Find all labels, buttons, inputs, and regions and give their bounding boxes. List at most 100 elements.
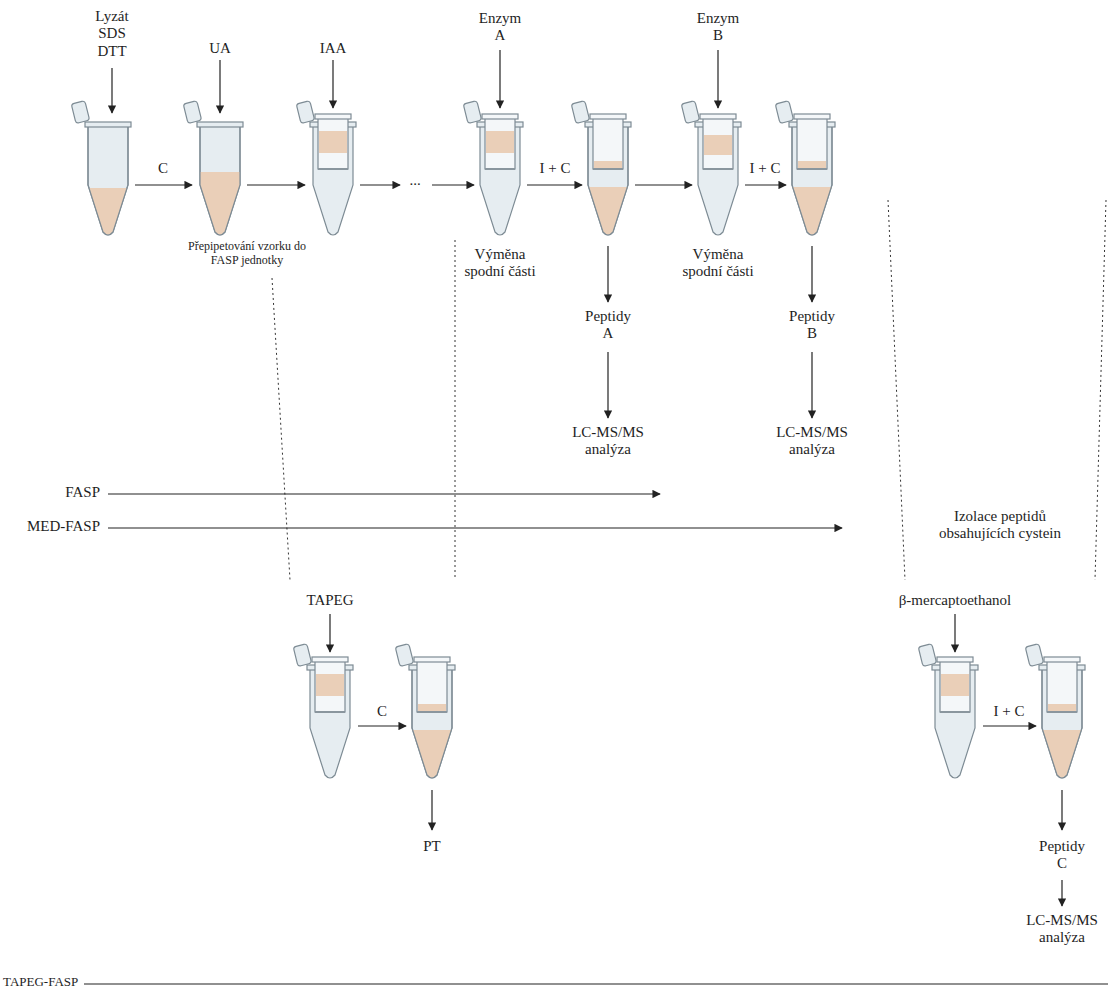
tube-icon (571, 101, 633, 245)
insert-rim (312, 657, 348, 662)
method-label: TAPEG-FASP (3, 975, 83, 990)
flow-arrow (983, 725, 1036, 726)
flow-arrow (358, 725, 406, 726)
filtrate-liquid (1037, 730, 1087, 788)
filter-membrane (1047, 711, 1077, 713)
product-label: PT (412, 838, 452, 855)
retained-sample (941, 674, 969, 696)
product-label: Peptidy B (787, 308, 837, 343)
filter-insert (417, 660, 447, 712)
filtrate-liquid (787, 187, 837, 245)
tube-icon (918, 644, 978, 778)
filtrate-liquid (407, 730, 457, 788)
flow-arrow (607, 352, 608, 418)
tube-body (698, 125, 738, 235)
retained-sample (418, 704, 446, 711)
insert-rim (700, 114, 736, 119)
tube-cap (918, 644, 936, 667)
insert-rim (482, 114, 518, 119)
tube-icon (463, 101, 523, 235)
flow-arrow (954, 614, 955, 652)
flow-arrow (329, 614, 330, 652)
tube-rim (197, 122, 243, 127)
step-note: Výměna spodní části (673, 246, 763, 281)
sample-liquid (195, 172, 245, 245)
sample-liquid (83, 188, 133, 245)
reagent-label: β-mercaptoethanol (885, 592, 1025, 609)
dashed-guide (1095, 200, 1106, 580)
insert-rim (1044, 657, 1080, 662)
insert-rim (937, 657, 973, 662)
reagent-label: Lyzát SDS DTT (90, 8, 135, 60)
reagent-label: TAPEG (295, 592, 365, 609)
tube-cap (681, 101, 699, 124)
dashed-guide (888, 200, 905, 580)
tube-icon (296, 101, 356, 235)
retained-sample (319, 131, 347, 153)
tube-body (313, 125, 353, 235)
flow-arrow (432, 184, 474, 185)
filter-insert (315, 660, 345, 712)
retained-sample (594, 161, 622, 168)
tube-cap (71, 101, 89, 124)
step-label: C (370, 703, 394, 720)
method-label: FASP (10, 484, 100, 501)
insert-rim (794, 114, 830, 119)
flow-arrow (635, 184, 692, 185)
flow-arrow (745, 184, 786, 185)
timeline-line (84, 983, 1108, 984)
filter-insert (703, 117, 733, 169)
tube-cap (293, 644, 311, 667)
filter-membrane (485, 168, 515, 170)
insert-rim (414, 657, 450, 662)
dashed-guide (272, 278, 290, 580)
retained-sample (316, 674, 344, 696)
tube-body (935, 668, 975, 778)
filter-insert (485, 117, 515, 169)
filter-insert (1047, 660, 1077, 712)
analysis-label: LC-MS/MS analýza (1017, 912, 1107, 947)
flow-arrow (360, 184, 400, 185)
filter-membrane (318, 168, 348, 170)
retained-sample (704, 135, 732, 155)
product-label: Peptidy A (583, 308, 633, 343)
flow-arrow (247, 184, 305, 185)
flow-arrow (135, 184, 192, 185)
tube-icon (395, 644, 457, 788)
flow-arrow (499, 50, 500, 108)
analysis-label: LC-MS/MS analýza (767, 424, 857, 459)
filter-insert (593, 117, 623, 169)
tube-icon (293, 644, 353, 778)
filter-membrane (315, 711, 345, 713)
flow-arrow (108, 493, 660, 494)
flow-arrow (1061, 880, 1062, 906)
reagent-label: IAA (313, 40, 353, 57)
filter-membrane (940, 711, 970, 713)
insert-rim (315, 114, 351, 119)
tube-icon (71, 101, 133, 245)
flow-arrow (811, 246, 812, 302)
tube-outline (88, 125, 128, 235)
filter-insert (318, 117, 348, 169)
retained-sample (798, 161, 826, 168)
filtrate-liquid (583, 187, 633, 245)
tube-icon (183, 101, 245, 245)
step-label: I + C (745, 160, 785, 177)
filter-membrane (797, 168, 827, 170)
step-note: Přepipetování vzorku do FASP jednotky (177, 240, 317, 268)
flow-arrow (527, 184, 582, 185)
reagent-label: Enzym A (473, 10, 528, 45)
ellipsis: ... (402, 172, 428, 189)
tube-cap (571, 101, 589, 124)
flow-arrow (108, 527, 842, 528)
product-label: Peptidy C (1037, 838, 1087, 873)
filter-membrane (417, 711, 447, 713)
tube-cap (395, 644, 413, 667)
flow-arrow (111, 68, 112, 113)
filter-membrane (703, 168, 733, 170)
reagent-label: Enzym B (691, 10, 746, 45)
reagent-label: UA (200, 40, 240, 57)
dashed-guide (455, 240, 456, 578)
